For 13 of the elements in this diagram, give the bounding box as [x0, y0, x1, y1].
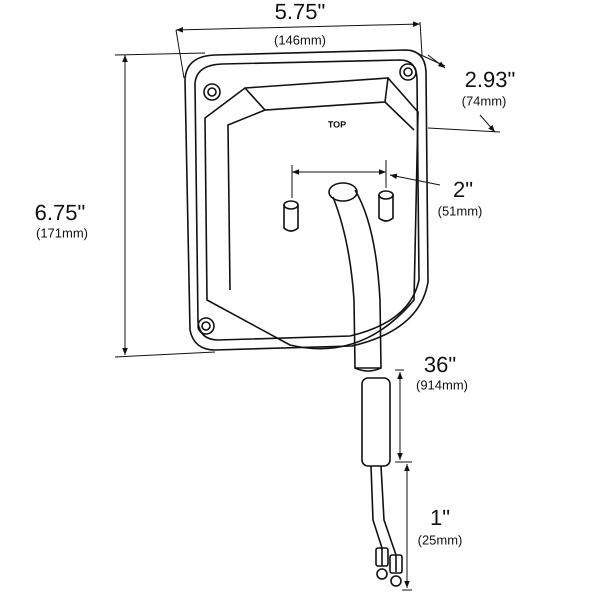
dimension-value: 1"	[430, 507, 450, 529]
dimension-value: 36"	[424, 354, 456, 376]
dimension-value: (171mm)	[36, 226, 88, 240]
dimension-value: (146mm)	[274, 34, 326, 46]
dimension-value: (914mm)	[416, 378, 468, 392]
dimension-value: (51mm)	[438, 204, 482, 218]
dimension-value: 2.93"	[464, 69, 516, 91]
dimension-value: 5.75"	[274, 1, 326, 23]
dimension-value: (74mm)	[462, 94, 506, 108]
dimension-value: 2"	[452, 179, 474, 201]
top-marking: TOP	[328, 120, 346, 130]
dimension-value: (25mm)	[418, 534, 462, 546]
dimension-value: 6.75"	[34, 202, 86, 224]
